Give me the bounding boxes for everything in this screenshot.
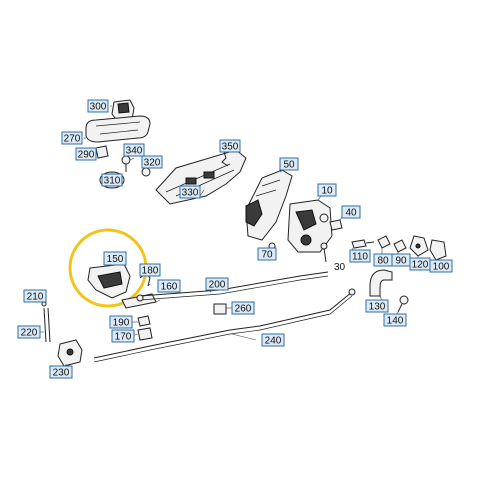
callout-240: 240 (261, 333, 285, 347)
callout-160: 160 (157, 279, 181, 293)
callout-260: 260 (231, 301, 255, 315)
svg-text:40: 40 (345, 208, 357, 219)
svg-text:130: 130 (369, 302, 386, 313)
callout-220: 220 (17, 325, 41, 339)
callout-130: 130 (365, 299, 389, 313)
svg-text:140: 140 (387, 316, 404, 327)
svg-text:190: 190 (113, 318, 130, 329)
svg-text:310: 310 (104, 176, 121, 187)
lock-bracket-assembly (245, 169, 343, 263)
svg-text:90: 90 (395, 256, 407, 267)
callout-350: 350 (219, 139, 241, 153)
svg-text:350: 350 (222, 142, 239, 153)
callout-290: 290 (75, 147, 97, 161)
callout-170: 170 (111, 329, 135, 343)
svg-text:80: 80 (377, 256, 389, 267)
rods-and-cables (41, 271, 356, 367)
callout-310: 310 (101, 173, 123, 187)
svg-text:330: 330 (182, 188, 199, 199)
svg-text:230: 230 (53, 368, 70, 379)
svg-text:50: 50 (283, 160, 295, 171)
svg-text:10: 10 (321, 186, 333, 197)
svg-text:100: 100 (433, 262, 450, 273)
callout-100: 100 (429, 259, 453, 273)
svg-text:200: 200 (209, 280, 226, 291)
small-parts-right (351, 235, 447, 313)
callout-120: 120 (409, 257, 431, 271)
callout-190: 190 (109, 315, 133, 329)
label-30: 30 (334, 262, 346, 273)
svg-text:150: 150 (107, 254, 124, 265)
callout-230: 230 (49, 365, 73, 379)
callout-270: 270 (61, 131, 83, 145)
callout-320: 320 (141, 155, 163, 169)
callout-40: 40 (341, 205, 361, 219)
svg-text:180: 180 (142, 266, 159, 277)
svg-text:240: 240 (265, 336, 282, 347)
svg-text:160: 160 (161, 282, 178, 293)
callout-330: 330 (179, 185, 201, 199)
svg-text:260: 260 (235, 304, 252, 315)
callout-340: 340 (123, 143, 145, 157)
svg-text:320: 320 (144, 158, 161, 169)
svg-text:270: 270 (64, 134, 81, 145)
svg-text:120: 120 (412, 260, 429, 271)
callout-90: 90 (391, 253, 411, 267)
svg-text:70: 70 (261, 250, 273, 261)
svg-text:110: 110 (352, 252, 368, 263)
callout-10: 10 (317, 183, 337, 197)
svg-text:340: 340 (126, 146, 143, 157)
callout-50: 50 (279, 157, 299, 171)
callout-150: 150 (103, 251, 127, 266)
svg-text:290: 290 (78, 150, 95, 161)
callout-200: 200 (205, 277, 229, 291)
callout-300: 300 (87, 99, 109, 113)
callout-140: 140 (383, 313, 407, 327)
svg-text:220: 220 (21, 328, 38, 339)
callout-180: 180 (139, 263, 161, 277)
outer-handle-assembly (85, 99, 247, 205)
svg-text:300: 300 (90, 102, 107, 113)
callout-110: 110 (349, 249, 371, 263)
svg-text:210: 210 (27, 292, 44, 303)
svg-text:170: 170 (115, 332, 132, 343)
callout-80: 80 (373, 253, 393, 267)
callout-70: 70 (257, 247, 277, 261)
callout-210: 210 (23, 289, 47, 303)
